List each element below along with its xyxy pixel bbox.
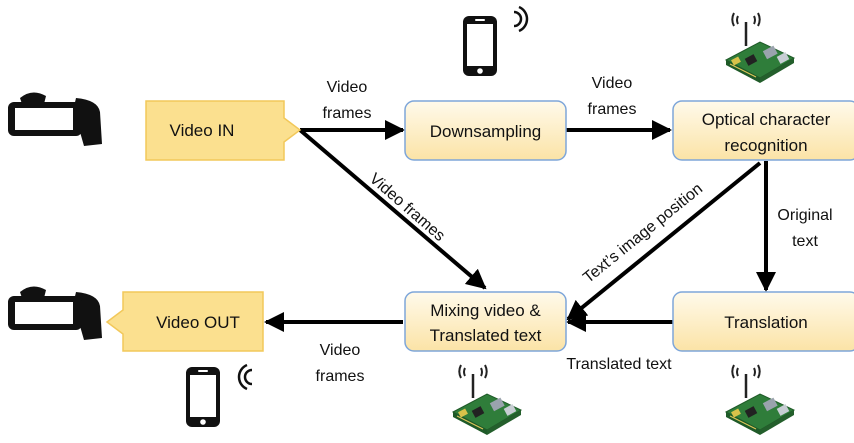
- raspberry-pi-board-icon: [724, 363, 796, 437]
- node-video-out-label: Video OUT: [156, 313, 240, 332]
- edge-label-downsampling-to-ocr-line2: frames: [588, 101, 637, 118]
- node-mixing: Mixing video & Translated text: [404, 291, 567, 352]
- node-translation: Translation: [672, 291, 854, 352]
- edge-label-mixing-to-out-line2: frames: [316, 368, 365, 385]
- edge-label-in-to-downsampling-line2: frames: [323, 105, 372, 122]
- edge-label-ocr-to-mixing: Text’s image position: [580, 180, 706, 286]
- signal-waves-icon: [513, 5, 529, 33]
- raspberry-pi-board-icon: [451, 363, 523, 437]
- node-video-in: Video IN: [145, 100, 302, 161]
- edge-ocr-to-mixing: [566, 161, 762, 321]
- node-video-out: Video OUT: [105, 291, 264, 352]
- node-downsampling: Downsampling: [404, 100, 567, 161]
- edge-label-mixing-to-out-line1: Video: [320, 342, 361, 359]
- smartphone-icon: [186, 367, 220, 427]
- node-ocr-label-line2: recognition: [724, 136, 807, 155]
- edge-label-in-to-mixing: Video frames: [366, 170, 448, 244]
- edge-label-in-to-downsampling-line1: Video: [327, 79, 368, 96]
- edge-label-ocr-to-translation-line1: Original: [777, 207, 832, 224]
- signal-waves-icon: [237, 363, 253, 391]
- node-mixing-label-line2: Translated text: [430, 326, 542, 345]
- node-mixing-label-line1: Mixing video &: [430, 301, 541, 320]
- edge-label-translation-to-mixing: Translated text: [566, 356, 672, 373]
- edge-label-downsampling-to-ocr-line1: Video: [592, 75, 633, 92]
- hand-holding-phone-icon: [8, 286, 102, 340]
- smartphone-icon: [463, 16, 497, 76]
- node-translation-label: Translation: [724, 313, 807, 332]
- node-ocr: Optical character recognition: [672, 100, 854, 161]
- edge-in-to-mixing: [298, 128, 487, 290]
- node-ocr-label-line1: Optical character: [702, 110, 831, 129]
- raspberry-pi-board-icon: [724, 11, 796, 85]
- node-downsampling-label: Downsampling: [430, 122, 542, 141]
- node-video-in-label: Video IN: [170, 121, 235, 140]
- hand-holding-phone-icon: [8, 92, 102, 146]
- edge-label-ocr-to-translation-line2: text: [792, 233, 818, 250]
